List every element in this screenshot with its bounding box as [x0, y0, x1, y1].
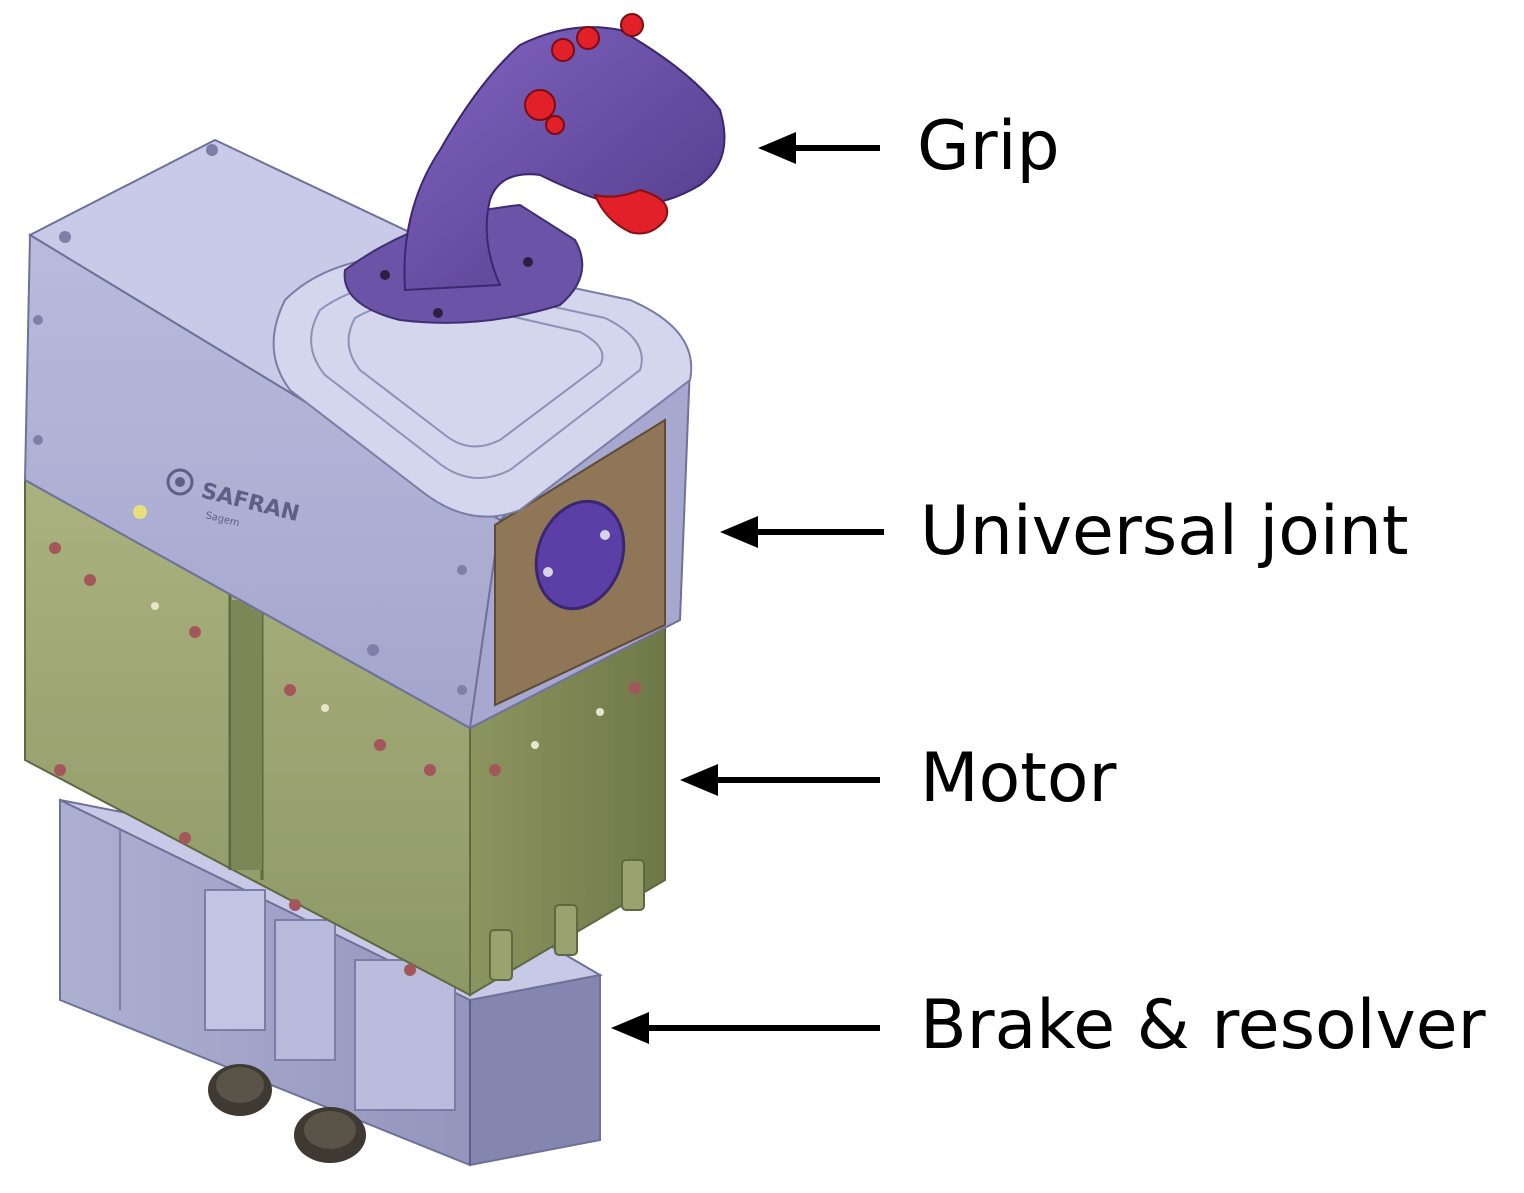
motor-label: Motor — [920, 739, 1117, 818]
universal-joint-label: Universal joint — [920, 492, 1409, 571]
grip-arrow — [758, 132, 880, 164]
label-arrows — [611, 132, 884, 1044]
motor-arrow — [680, 764, 880, 796]
brake-resolver-label: Brake & resolver — [920, 986, 1486, 1065]
universal-joint-arrow — [720, 516, 884, 548]
motor-section — [24, 478, 666, 997]
brake-resolver-arrow — [611, 1012, 880, 1044]
grip-label: Grip — [917, 107, 1060, 186]
grip-buttons — [524, 13, 644, 135]
grip — [343, 13, 726, 324]
